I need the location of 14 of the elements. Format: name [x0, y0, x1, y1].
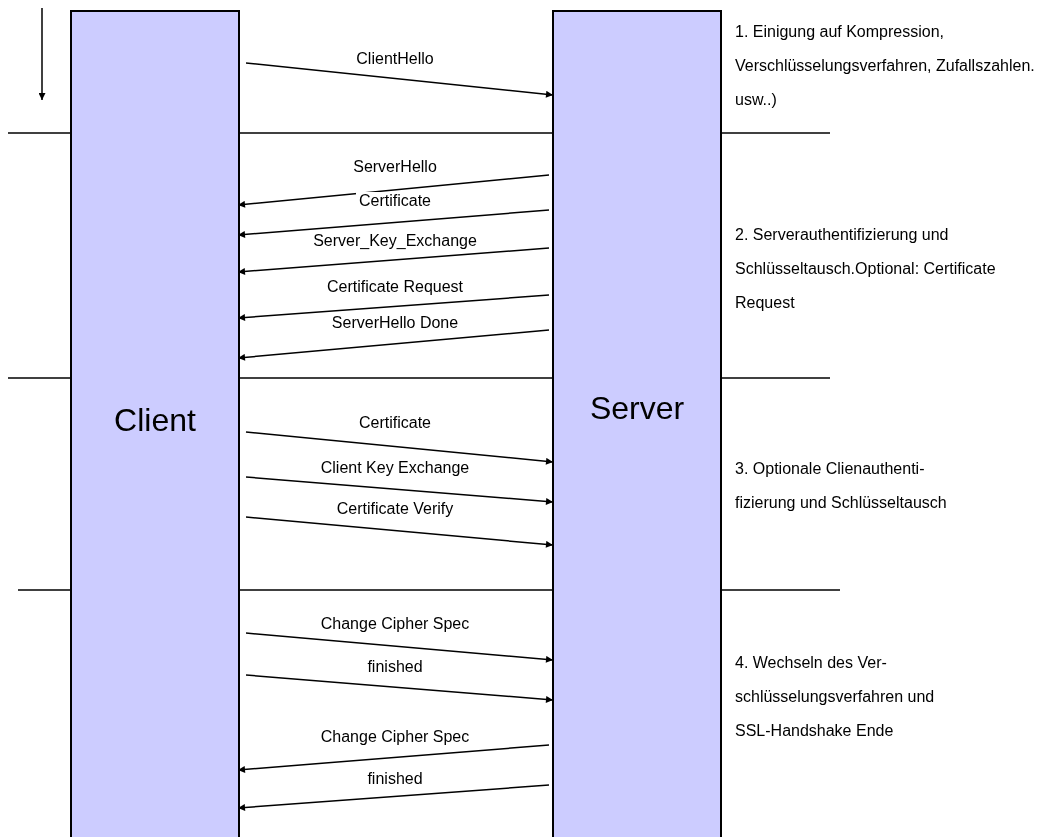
message-arrow: [245, 431, 554, 465]
phase-note: 3. Optionale Clienauthenti- fizierung und Schlüsseltausch: [735, 459, 948, 513]
message-arrow: [245, 674, 554, 703]
phase-note: 2. Serverauthentifizierung und Schlüsseltausch.Optional: Certificate Request: [735, 225, 997, 313]
lifeline-title: Client: [114, 402, 196, 439]
lifeline-title: Server: [589, 390, 685, 427]
message-arrow: [245, 516, 554, 548]
lifeline-bar: [70, 10, 240, 837]
message-arrow: [245, 62, 554, 98]
message-arrow: [245, 476, 554, 505]
message-arrow: [245, 632, 554, 663]
lifeline-bar: [552, 10, 722, 837]
phase-note: 1. Einigung auf Kompression, Verschlüsselungsverfahren, Zufallszahlen. usw..): [735, 22, 1036, 110]
phase-note: 4. Wechseln des Ver- schlüsselungsverfahren und SSL-Handshake Ende: [735, 653, 935, 741]
